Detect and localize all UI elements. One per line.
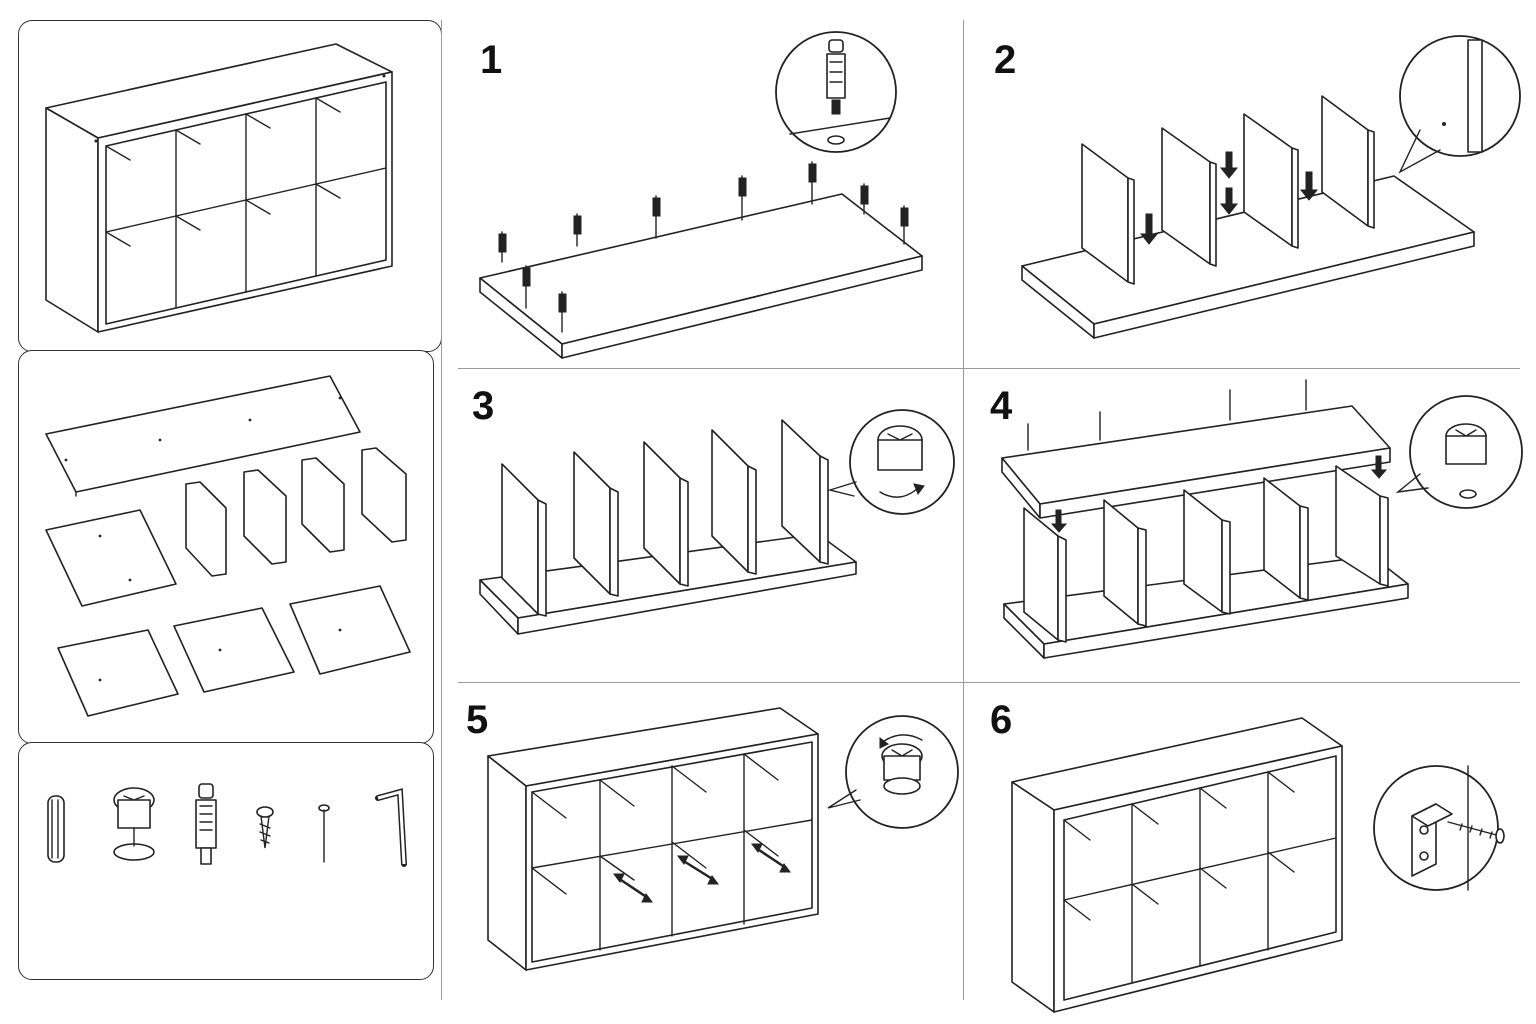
- cam-bolt-closeup-icon: [789, 39, 891, 145]
- cam-lock-icon: [113, 787, 155, 861]
- step-2-number: 2: [994, 38, 1017, 82]
- step-1-number: 1: [480, 38, 503, 82]
- step-2-callout-circle: [1399, 35, 1521, 157]
- step-4-number: 4: [990, 384, 1013, 428]
- grid-vertical-divider: [963, 20, 964, 1000]
- sidebar-vertical-divider: [441, 20, 442, 1000]
- cam-bolt-icon: [195, 783, 217, 865]
- hardware-box: [18, 742, 434, 980]
- grid-row-divider-2: [458, 682, 1520, 683]
- wood-dowel-icon: [47, 795, 65, 863]
- cam-lock-loosen-icon: [879, 734, 923, 795]
- step-6-number: 6: [990, 698, 1013, 742]
- wall-screw-icon: [1447, 821, 1505, 844]
- allen-key-icon: [375, 788, 407, 867]
- cam-lock-turn-icon: [877, 425, 925, 498]
- screw-icon: [256, 806, 274, 849]
- cam-lock-closeup-icon: [1445, 423, 1487, 499]
- step-5-number: 5: [466, 698, 489, 742]
- step-3-number: 3: [472, 384, 495, 428]
- nail-icon: [318, 804, 330, 863]
- wall-bracket-icon: [1411, 803, 1453, 877]
- grid-row-divider-1: [458, 368, 1520, 369]
